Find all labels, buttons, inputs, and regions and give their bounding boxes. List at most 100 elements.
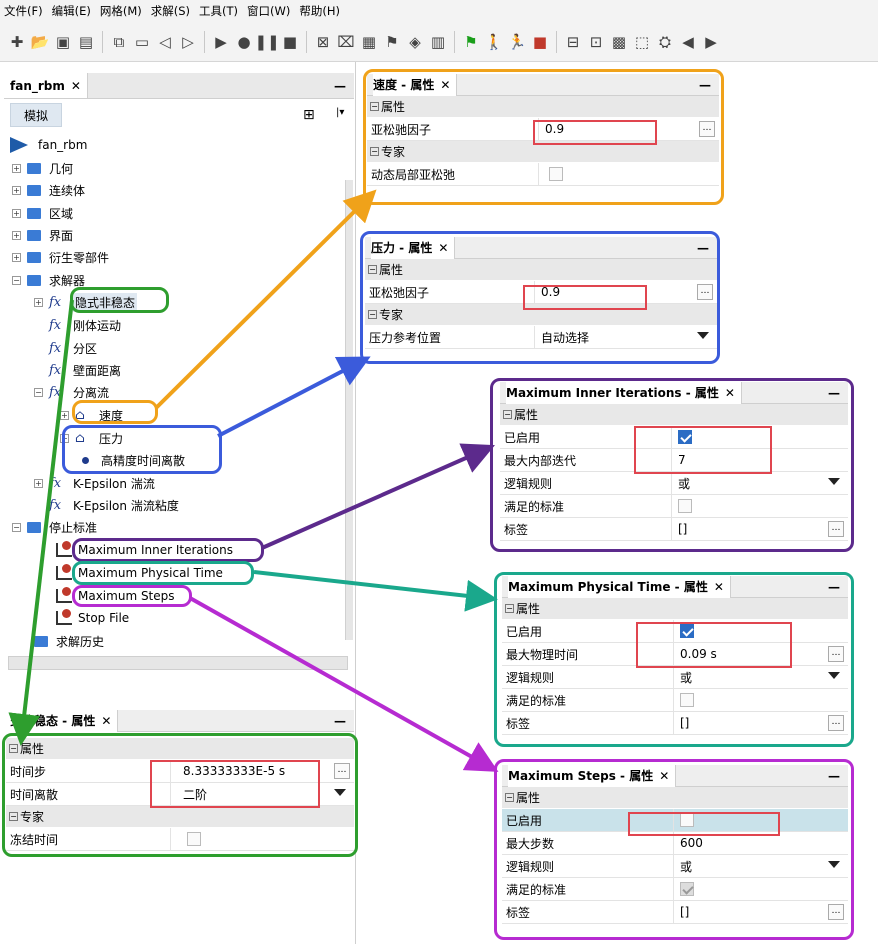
pattern-icon[interactable]: ▩ [611,32,627,51]
section-header[interactable]: −专家 [6,806,354,828]
tree-item-regions[interactable]: +区域 [12,202,73,224]
close-icon[interactable]: ✕ [440,77,451,92]
tree-item-stopping-criteria[interactable]: −停止标准 [12,516,97,538]
minimize-icon[interactable]: — [828,385,840,400]
collapse-icon[interactable]: − [370,147,379,156]
tree-item-max-inner-iterations[interactable]: Maximum Inner Iterations [56,539,233,561]
shape-icon[interactable]: ◈ [409,32,421,51]
collapse-icon[interactable]: − [34,387,43,397]
close-icon[interactable]: ✕ [724,385,735,400]
tree-view-icon[interactable]: ⊞ [303,107,315,123]
section-header[interactable]: −属性 [367,96,719,118]
minimize-icon[interactable]: — [699,77,711,92]
urf-field[interactable]: 0.9… [539,118,719,140]
collapse-icon[interactable]: − [9,744,18,753]
dynamic-local-checkbox[interactable] [549,167,563,181]
minimize-icon[interactable]: — [828,768,840,783]
tree-item-max-physical-time[interactable]: Maximum Physical Time [56,562,223,584]
ellipsis-button[interactable]: … [334,763,350,779]
collapse-icon[interactable]: − [370,102,379,111]
freeze-time-checkbox[interactable] [187,832,201,846]
enabled-checkbox[interactable] [678,430,692,444]
tree-item-solvers[interactable]: −求解器 [12,269,85,291]
pause-icon[interactable]: ❚❚ [254,32,280,51]
logic-select[interactable]: 或 [672,472,848,494]
tree-item-interfaces[interactable]: +界面 [12,224,73,246]
chevron-down-icon[interactable] [828,478,840,485]
tags-field[interactable]: []… [674,712,848,734]
expand-icon[interactable]: + [12,185,21,195]
tags-field[interactable]: []… [672,518,848,540]
open-icon[interactable]: 📂 [30,32,50,51]
run-icon[interactable]: ▶ [215,32,227,51]
tree-item-solution-history[interactable]: 求解历史 [34,630,104,652]
camera-icon[interactable]: ⛭ [658,32,671,51]
time-step-field[interactable]: 8.33333333E-5 s… [171,760,354,782]
chevron-down-icon[interactable] [697,332,709,339]
max-physical-time-field[interactable]: 0.09 s… [674,643,848,665]
enabled-checkbox[interactable] [680,813,694,827]
forward-icon[interactable]: ▷ [182,32,194,51]
close-icon[interactable]: ✕ [659,768,670,783]
tab-simulation[interactable]: 模拟 [10,103,62,127]
expand-icon[interactable]: + [12,230,21,240]
tree-item-velocity[interactable]: +⌂速度 [60,404,123,426]
section-header[interactable]: −属性 [502,787,848,809]
tree-item-stop-file[interactable]: Stop File [56,607,129,629]
collapse-icon[interactable]: − [505,604,514,613]
expand-icon[interactable]: + [12,163,21,173]
walk-icon[interactable]: 🚶 [484,32,504,51]
fit-icon[interactable]: ⊡ [589,32,603,51]
chevron-down-icon[interactable] [828,672,840,679]
section-header[interactable]: −属性 [502,598,848,620]
menu-window[interactable]: 窗口(W) [247,4,291,18]
tree-item-geometry[interactable]: +几何 [12,157,73,179]
tree-scrollbar[interactable] [345,180,353,640]
minimize-icon[interactable]: — [828,579,840,594]
collapse-icon[interactable]: − [368,265,377,274]
collapse-icon[interactable]: − [12,522,21,532]
chevron-down-icon[interactable] [334,789,346,796]
close-icon[interactable]: ✕ [438,240,449,255]
menu-help[interactable]: 帮助(H) [299,4,340,18]
minimize-icon[interactable]: — [697,240,709,255]
chevron-down-icon[interactable] [828,861,840,868]
reference-location-select[interactable]: 自动选择 [535,326,717,348]
tree-hscrollbar[interactable] [8,656,348,670]
record-icon[interactable]: ● [237,32,251,51]
menu-tools[interactable]: 工具(T) [199,4,239,18]
ellipsis-button[interactable]: … [697,284,713,300]
tab-fan-rbm[interactable]: fan_rbm✕ [4,73,88,98]
mesh-icon[interactable]: ⊠ [316,32,330,51]
arrow-left-icon[interactable]: ◀ [682,32,694,51]
menu-file[interactable]: 文件(F) [4,4,43,18]
tree-root[interactable]: fan_rbm [10,134,87,156]
minimize-icon[interactable]: — [334,713,346,728]
close-icon[interactable]: ✕ [70,78,81,93]
max-inner-field[interactable]: 7 [672,449,848,471]
urf-field[interactable]: 0.9… [535,281,717,303]
time-discretization-select[interactable]: 二阶 [171,783,354,805]
run-fast-icon[interactable]: 🏃 [507,32,527,51]
section-header[interactable]: −专家 [367,141,719,163]
collapse-icon[interactable]: − [9,812,18,821]
panel-menu-icon[interactable]: |▾ [336,107,345,118]
stop-red-icon[interactable]: ■ [532,32,548,51]
expand-icon[interactable]: + [60,410,69,420]
ellipsis-button[interactable]: … [828,715,844,731]
green-flag-icon[interactable]: ⚑ [464,32,478,51]
expand-icon[interactable]: + [34,297,43,307]
select-icon[interactable]: ⬚ [634,32,650,51]
expand-icon[interactable]: + [12,252,21,262]
save-icon[interactable]: ▣ [55,32,71,51]
tree-item-derived-parts[interactable]: +衍生零部件 [12,246,109,268]
ellipsis-button[interactable]: … [828,904,844,920]
paste-icon[interactable]: ▭ [134,32,150,51]
expand-icon[interactable]: + [34,478,43,488]
monitor-icon[interactable]: ⊟ [566,32,580,51]
section-header[interactable]: −专家 [365,304,717,326]
